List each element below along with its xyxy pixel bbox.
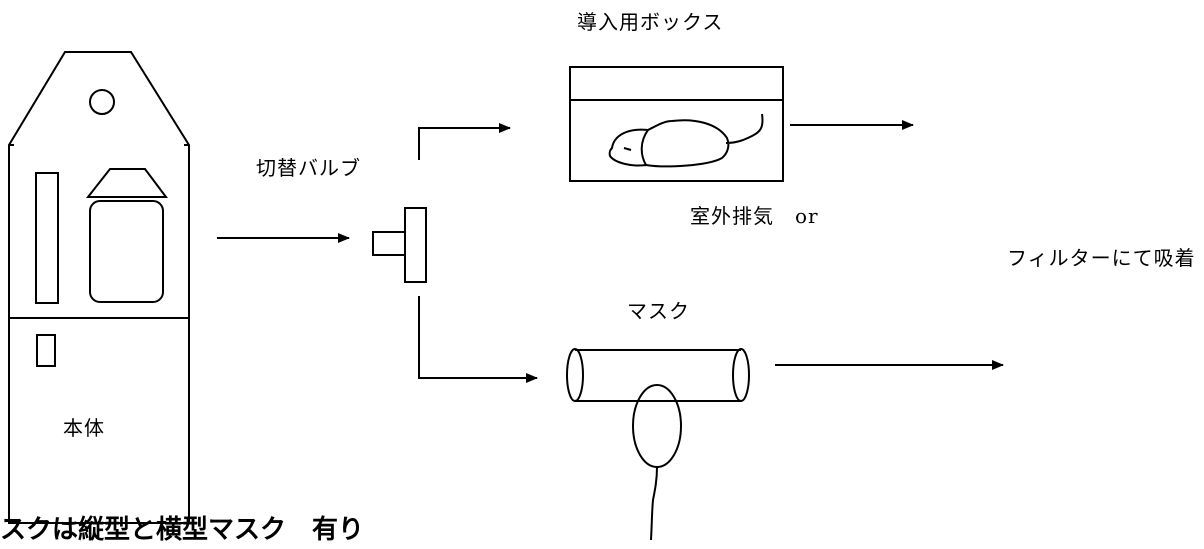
power-switch — [36, 334, 56, 367]
vaporizer-top — [85, 168, 168, 198]
mask-type-note: スクは縦型と横型マスク 有り — [0, 515, 365, 545]
valve-label: 切替バルブ — [256, 156, 361, 180]
main-unit-device — [8, 51, 190, 524]
filter-label: フィルターにて吸着 — [1007, 246, 1196, 270]
flow-arrow-valve-to-box — [418, 123, 511, 160]
box-label: 導入用ボックス — [577, 10, 724, 34]
mask-device — [566, 348, 750, 541]
mask-bulb — [632, 384, 682, 468]
mask-label: マスク — [627, 299, 690, 323]
gauge-slot — [35, 172, 59, 304]
main-unit-label: 本体 — [63, 416, 105, 440]
flow-arrow-valve-to-mask — [418, 296, 538, 383]
hanger-hole-icon — [89, 89, 115, 115]
induction-box — [569, 66, 784, 182]
mask-tube — [650, 466, 658, 541]
switching-valve — [372, 207, 427, 283]
exhaust-label: 室外排気 or — [690, 204, 819, 228]
vaporizer-body — [89, 200, 164, 303]
mouse-icon — [608, 113, 764, 168]
